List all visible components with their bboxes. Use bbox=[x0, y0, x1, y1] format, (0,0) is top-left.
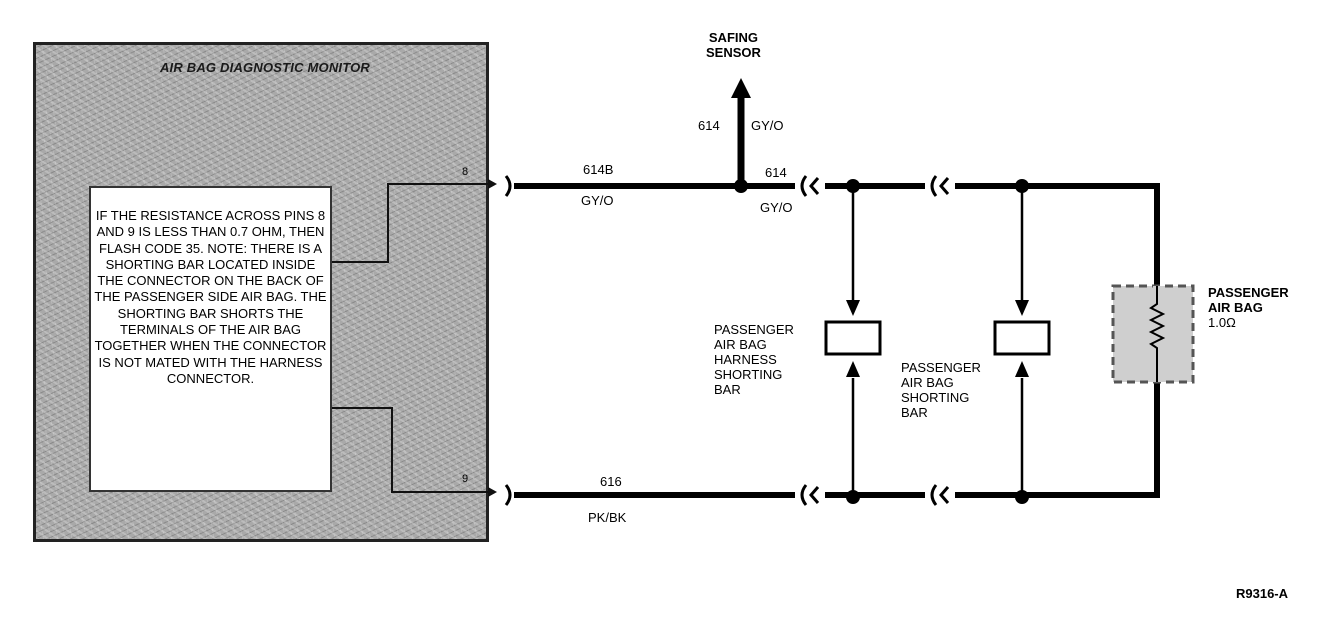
air-bag-shorting-bar-label: PASSENGER AIR BAG SHORTING BAR bbox=[901, 360, 981, 420]
air-bag-shorting-bar-box bbox=[993, 320, 1051, 356]
top-wire-circuit-right-label: 614 bbox=[765, 165, 787, 180]
safing-sensor-label: SAFING SENSOR bbox=[706, 30, 761, 60]
monitor-internal-traces bbox=[332, 183, 488, 493]
safing-circuit-label: 614 bbox=[698, 118, 720, 133]
figure-id: R9316-A bbox=[1236, 586, 1289, 601]
pin-8-label: 8 bbox=[462, 166, 469, 178]
top-wire-color-label: GY/O bbox=[581, 193, 614, 208]
note-box bbox=[89, 186, 332, 492]
monitor-title: AIR BAG DIAGNOSTIC MONITOR bbox=[159, 60, 371, 75]
shorting-bar-arrows bbox=[846, 300, 1029, 377]
resistor-icon bbox=[1148, 286, 1166, 382]
top-wire-circuit-label: 614B bbox=[583, 162, 614, 177]
harness-shorting-bar-label: PASSENGER AIR BAG HARNESS SHORTING BAR bbox=[714, 322, 794, 397]
note-text: IF THE RESISTANCE ACROSS PINS 8 AND 9 IS… bbox=[94, 208, 327, 386]
bottom-wire-circuit-label: 616 bbox=[600, 474, 622, 489]
top-wire-color-right-label: GY/O bbox=[760, 200, 793, 215]
top-wire bbox=[514, 183, 1160, 498]
harness-shorting-bar-box bbox=[824, 320, 882, 356]
bottom-wire-color-label: PK/BK bbox=[588, 510, 627, 525]
safing-color-label: GY/O bbox=[751, 118, 784, 133]
pin-9-label: 9 bbox=[462, 473, 469, 485]
air-bag-resistance: 1.0Ω bbox=[1208, 315, 1236, 330]
connector-symbols bbox=[504, 175, 950, 506]
safing-sensor-branch bbox=[731, 78, 751, 186]
pin-arrows bbox=[488, 179, 497, 497]
air-bag-title: PASSENGER AIR BAG bbox=[1208, 285, 1289, 315]
shorting-bar-taps bbox=[851, 186, 1024, 497]
